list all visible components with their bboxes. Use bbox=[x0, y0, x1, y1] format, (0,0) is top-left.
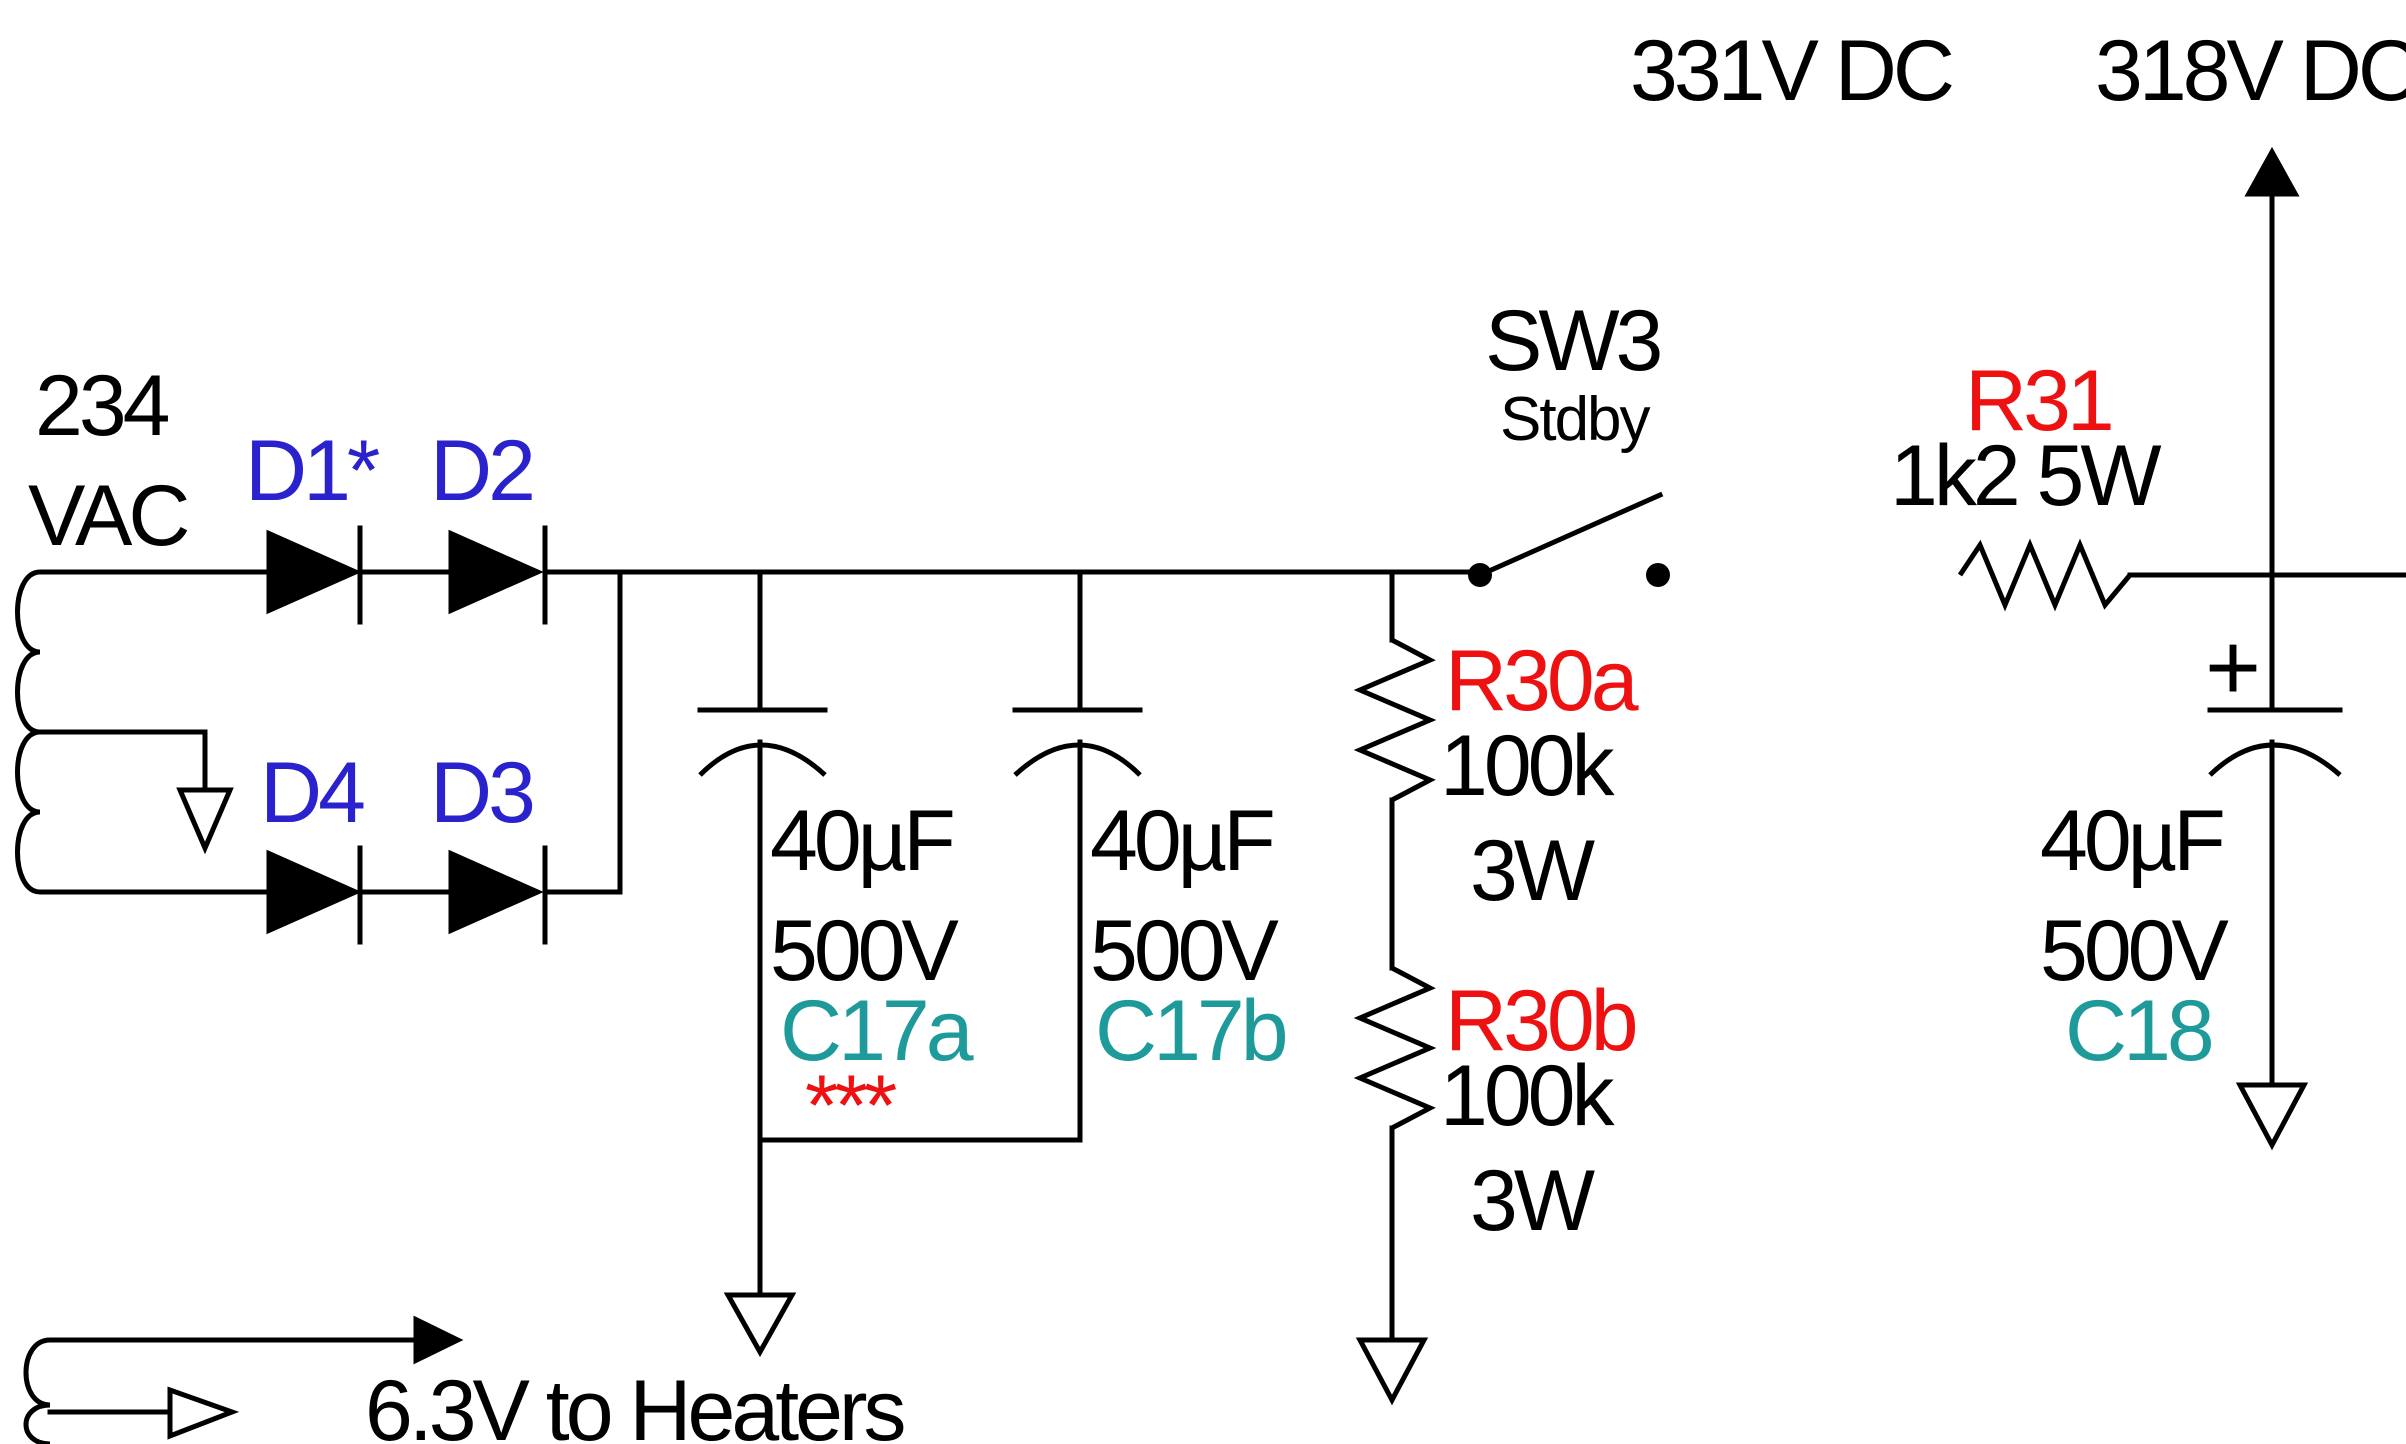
diode-d1-icon bbox=[266, 525, 363, 625]
label-c18-voltage: 500V bbox=[2040, 903, 2228, 999]
label-r30b-power: 3W bbox=[1470, 1153, 1595, 1249]
label-c18-value: 40µF bbox=[2040, 793, 2223, 889]
diode-d3-icon bbox=[448, 845, 548, 945]
label-r31: R31 bbox=[1965, 353, 2111, 449]
label-c17b: C17b bbox=[1095, 983, 1286, 1079]
resistor-r31-icon bbox=[1957, 538, 2132, 612]
label-heaters: 6.3V to Heaters bbox=[365, 1363, 904, 1444]
label-c18-polarity: + bbox=[2205, 614, 2257, 721]
ground-c18-icon bbox=[2235, 1082, 2309, 1151]
label-r30a-value: 100k bbox=[1440, 718, 1615, 814]
label-sw3-note: Stdby bbox=[1500, 385, 1651, 454]
label-c17a: C17a bbox=[780, 983, 974, 1079]
diode-d4-icon bbox=[266, 845, 363, 945]
heater-winding-icon bbox=[23, 1315, 464, 1444]
label-c17a-note: *** bbox=[805, 1058, 897, 1154]
arrow-up-318-icon bbox=[2244, 146, 2300, 197]
label-d3: D3 bbox=[430, 745, 533, 841]
label-r31-value: 1k2 5W bbox=[1890, 428, 2161, 524]
label-tap-331: 331V DC bbox=[1630, 23, 1952, 119]
label-sw3: SW3 bbox=[1485, 293, 1661, 389]
resistor-r30a-icon bbox=[1353, 569, 1437, 971]
label-r30b: R30b bbox=[1445, 973, 1636, 1069]
label-supply-unit: VAC bbox=[28, 468, 187, 564]
label-c17b-value: 40µF bbox=[1090, 793, 1273, 889]
label-c17b-voltage: 500V bbox=[1090, 903, 1278, 999]
label-d2: D2 bbox=[430, 423, 532, 519]
ground-r30-icon bbox=[1355, 1337, 1429, 1406]
ground-c17-icon bbox=[723, 1292, 797, 1358]
label-c17a-voltage: 500V bbox=[770, 903, 958, 999]
label-r30a: R30a bbox=[1445, 633, 1639, 729]
switch-sw3-icon bbox=[1468, 491, 1670, 587]
transformer-coil-icon bbox=[15, 569, 208, 895]
label-d4: D4 bbox=[260, 745, 364, 841]
capacitor-c17a-icon bbox=[697, 569, 828, 1298]
capacitor-c18-icon bbox=[2207, 572, 2343, 1088]
diode-d2-icon bbox=[448, 525, 548, 625]
label-r30b-value: 100k bbox=[1440, 1048, 1615, 1144]
label-c18: C18 bbox=[2065, 983, 2212, 1079]
label-c17a-value: 40µF bbox=[770, 793, 953, 889]
label-tap-318: 318V DC bbox=[2095, 23, 2406, 119]
ground-center-tap-icon bbox=[176, 787, 234, 855]
label-supply-value: 234 bbox=[35, 358, 169, 454]
label-d1: D1* bbox=[245, 423, 380, 519]
capacitor-c17b-icon bbox=[1012, 569, 1143, 777]
wire-c17a-c17b-ground bbox=[757, 739, 1083, 1143]
resistor-r30b-icon bbox=[1353, 965, 1437, 1343]
label-r30a-power: 3W bbox=[1470, 823, 1595, 919]
wire-bottom-return bbox=[542, 569, 623, 895]
